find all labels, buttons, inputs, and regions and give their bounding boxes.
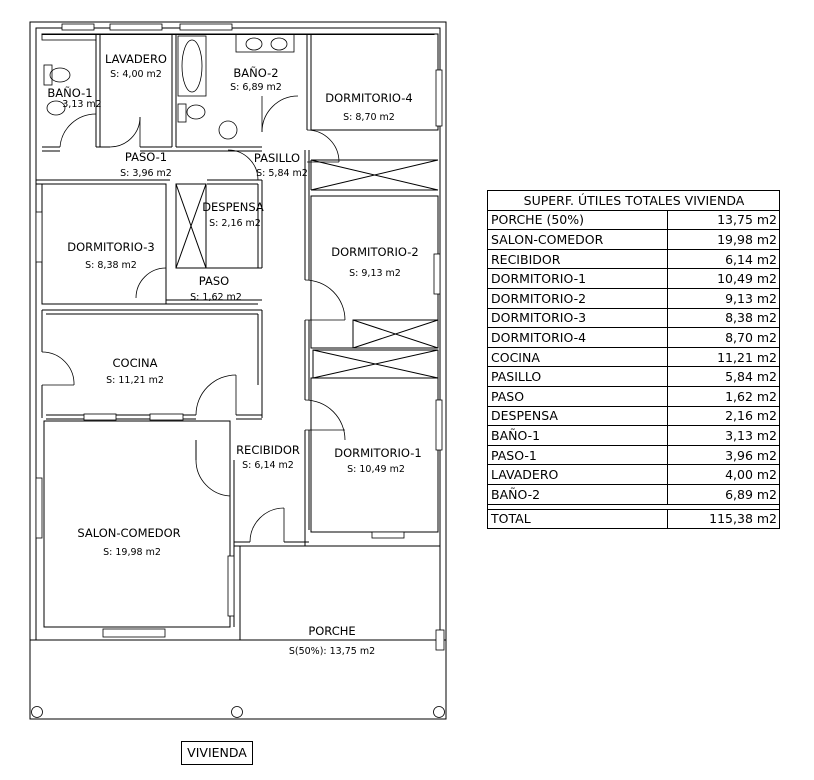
room-name-dormitorio-3: DORMITORIO-3	[67, 240, 155, 254]
surface-row-label: DORMITORIO-1	[487, 268, 668, 289]
room-name-pasillo: PASILLO	[254, 151, 300, 165]
room-area-dormitorio-1: S: 10,49 m2	[347, 464, 405, 475]
room-name-salon-comedor: SALON-COMEDOR	[77, 526, 180, 540]
surface-row-value: 9,13 m2	[666, 287, 781, 309]
floor-plan: LAVADERO S: 4,00 m2 BAÑO-2 S: 6,89 m2 DO…	[29, 21, 447, 720]
surface-table-spacer	[487, 503, 780, 510]
walls	[29, 21, 447, 720]
surface-row-value: 3,13 m2	[666, 425, 781, 446]
room-area-dormitorio-2: S: 9,13 m2	[349, 268, 401, 279]
surface-row-label: PASILLO	[487, 366, 668, 387]
surface-table-row: PORCHE (50%)13,75 m2	[487, 209, 781, 231]
room-area-paso: S: 1,62 m2	[190, 292, 242, 303]
room-area-paso-1: S: 3,96 m2	[120, 168, 172, 179]
surface-row-label: DESPENSA	[487, 405, 668, 427]
room-area-cocina: S: 11,21 m2	[106, 375, 164, 386]
surface-row-label: LAVADERO	[487, 464, 668, 485]
drawing-caption: VIVIENDA	[181, 741, 253, 765]
room-name-dormitorio-2: DORMITORIO-2	[331, 245, 419, 259]
porch-pillars	[31, 706, 445, 718]
room-area-pasillo: S: 5,84 m2	[256, 168, 308, 179]
surface-row-value: 5,84 m2	[666, 366, 781, 387]
room-area-lavadero: S: 4,00 m2	[110, 69, 162, 80]
room-name-dormitorio-1: DORMITORIO-1	[334, 446, 422, 460]
surface-table-body: SUPERF. ÚTILES TOTALES VIVIENDA PORCHE (…	[487, 190, 781, 530]
surface-row-label: BAÑO-1	[487, 425, 668, 446]
surface-row-value: 2,16 m2	[666, 405, 781, 427]
surface-row-value: 6,14 m2	[666, 248, 781, 270]
surface-row-value: 19,98 m2	[666, 229, 781, 250]
surface-table-title: SUPERF. ÚTILES TOTALES VIVIENDA	[487, 190, 780, 211]
room-area-dormitorio-3: S: 8,38 m2	[85, 260, 137, 271]
surface-row-value: 1,62 m2	[666, 385, 781, 407]
room-name-cocina: COCINA	[113, 356, 158, 370]
room-name-paso-1: PASO-1	[125, 150, 167, 164]
surface-row-value: 8,38 m2	[666, 307, 781, 329]
surface-row-value: 6,89 m2	[666, 483, 781, 505]
room-area-porche: S(50%): 13,75 m2	[289, 646, 375, 657]
surface-row-label: PASO	[487, 385, 668, 407]
total-label: TOTAL	[487, 508, 668, 530]
surface-row-label: COCINA	[487, 346, 668, 368]
room-name-bano-1: BAÑO-1	[47, 85, 92, 100]
windows	[35, 23, 445, 651]
surface-row-label: DORMITORIO-2	[487, 287, 668, 309]
spacer-cell	[487, 503, 780, 510]
room-area-dormitorio-4: S: 8,70 m2	[343, 112, 395, 123]
surface-row-label: DORMITORIO-4	[487, 327, 668, 348]
surface-row-value: 8,70 m2	[666, 327, 781, 348]
surface-row-label: DORMITORIO-3	[487, 307, 668, 329]
surface-row-value: 11,21 m2	[666, 346, 781, 368]
room-name-lavadero: LAVADERO	[105, 52, 167, 66]
room-area-salon-comedor: S: 19,98 m2	[103, 547, 161, 558]
fixtures	[41, 33, 295, 140]
surface-row-label: PASO-1	[487, 444, 668, 466]
room-name-paso: PASO	[199, 274, 229, 288]
surface-row-value: 3,96 m2	[666, 444, 781, 466]
surface-row-value: 13,75 m2	[666, 209, 781, 231]
surface-row-label: PORCHE (50%)	[487, 209, 668, 231]
room-name-dormitorio-4: DORMITORIO-4	[325, 91, 413, 105]
door-swings	[41, 95, 346, 543]
surface-row-label: BAÑO-2	[487, 483, 668, 505]
surface-table: SUPERF. ÚTILES TOTALES VIVIENDA PORCHE (…	[487, 190, 781, 530]
room-name-porche: PORCHE	[308, 624, 355, 638]
surface-table-header: SUPERF. ÚTILES TOTALES VIVIENDA	[487, 190, 780, 211]
room-labels: LAVADERO S: 4,00 m2 BAÑO-2 S: 6,89 m2 DO…	[47, 52, 421, 657]
room-area-bano-2: S: 6,89 m2	[230, 82, 282, 93]
room-area-recibidor: S: 6,14 m2	[242, 460, 294, 471]
room-name-bano-2: BAÑO-2	[233, 65, 278, 80]
room-name-despensa: DESPENSA	[202, 200, 264, 214]
room-area-bano-1: 3,13 m2	[62, 99, 101, 110]
room-name-recibidor: RECIBIDOR	[236, 443, 300, 457]
total-value: 115,38 m2	[666, 508, 781, 530]
surface-row-label: RECIBIDOR	[487, 248, 668, 270]
surface-row-value: 10,49 m2	[666, 268, 781, 289]
room-area-despensa: S: 2,16 m2	[209, 218, 261, 229]
surface-row-label: SALON-COMEDOR	[487, 229, 668, 250]
surface-row-value: 4,00 m2	[666, 464, 781, 485]
